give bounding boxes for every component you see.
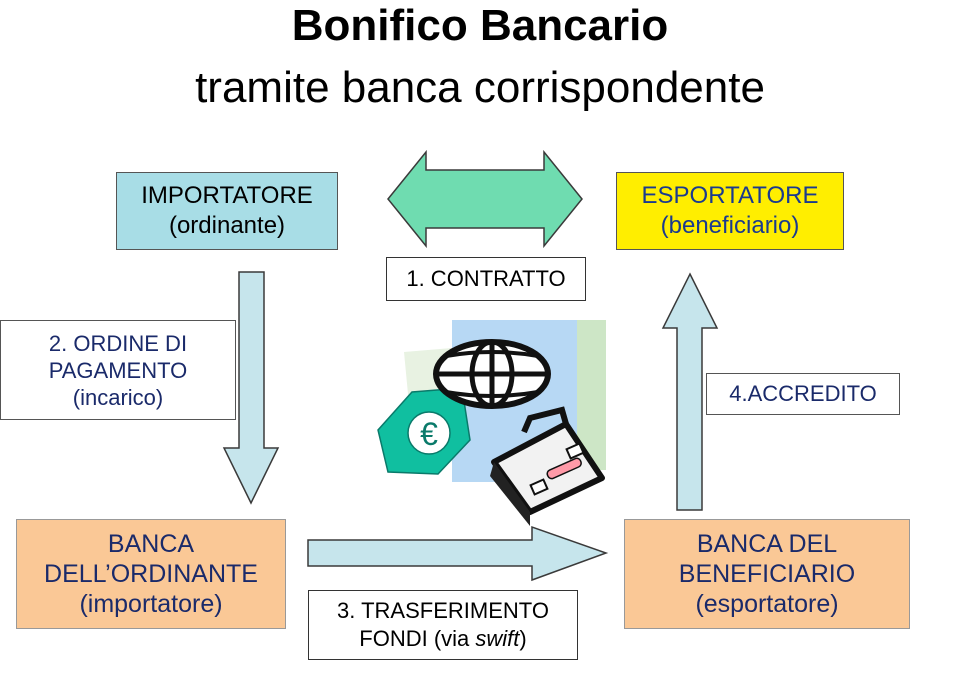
step-contratto-label: 1. CONTRATTO xyxy=(386,257,586,301)
ordine-line1: 2. ORDINE DI xyxy=(48,330,188,356)
euro-banknote: € xyxy=(377,387,471,475)
accredito-text: 4.ACCREDITO xyxy=(729,381,877,406)
diagram-subtitle: tramite banca corrispondente xyxy=(195,63,765,112)
esportatore-node: ESPORTATORE (beneficiario) xyxy=(616,172,844,250)
payment-order-arrow xyxy=(222,271,280,505)
importatore-label: IMPORTATORE xyxy=(141,182,313,209)
esportatore-label: ESPORTATORE xyxy=(641,182,819,209)
globe-icon xyxy=(433,339,551,409)
banca-beneficiario-line3: (esportatore) xyxy=(695,590,839,618)
swift-text: swift xyxy=(475,626,520,651)
banca-ordinante-line2: DELL’ORDINANTE xyxy=(44,560,258,588)
diagram-title: Bonifico Bancario xyxy=(291,1,669,50)
contract-double-arrow xyxy=(387,149,583,249)
banca-ordinante-line1: BANCA xyxy=(107,530,195,558)
esportatore-role: (beneficiario) xyxy=(660,212,800,239)
step-ordine-label: 2. ORDINE DI PAGAMENTO (incarico) xyxy=(0,320,236,420)
transfer-arrow xyxy=(307,525,609,582)
banca-ordinante-node: BANCA DELL’ORDINANTE (importatore) xyxy=(16,519,286,629)
ordine-line2: PAGAMENTO xyxy=(48,357,188,383)
importatore-node: IMPORTATORE (ordinante) xyxy=(116,172,338,250)
trasferimento-line2: FONDI (via swift) xyxy=(359,625,526,653)
ordine-line3: (incarico) xyxy=(72,384,164,410)
euro-symbol: € xyxy=(420,416,438,452)
trasferimento-line1: 3. TRASFERIMENTO xyxy=(337,598,549,623)
trade-clipart: € xyxy=(377,320,606,526)
banca-ordinante-line3: (importatore) xyxy=(79,590,223,618)
contratto-text: 1. CONTRATTO xyxy=(406,266,566,291)
trasferimento-prefix: FONDI (via xyxy=(359,626,476,651)
importatore-role: (ordinante) xyxy=(168,212,286,239)
step-accredito-label: 4.ACCREDITO xyxy=(706,373,900,415)
banca-beneficiario-line1: BANCA DEL xyxy=(696,530,838,558)
step-trasferimento-label: 3. TRASFERIMENTO FONDI (via swift) xyxy=(308,590,578,660)
banca-beneficiario-node: BANCA DEL BENEFICIARIO (esportatore) xyxy=(624,519,910,629)
banca-beneficiario-line2: BENEFICIARIO xyxy=(678,560,856,588)
trasferimento-suffix: ) xyxy=(519,626,527,651)
credit-arrow xyxy=(661,272,719,511)
briefcase-icon xyxy=(490,406,605,526)
